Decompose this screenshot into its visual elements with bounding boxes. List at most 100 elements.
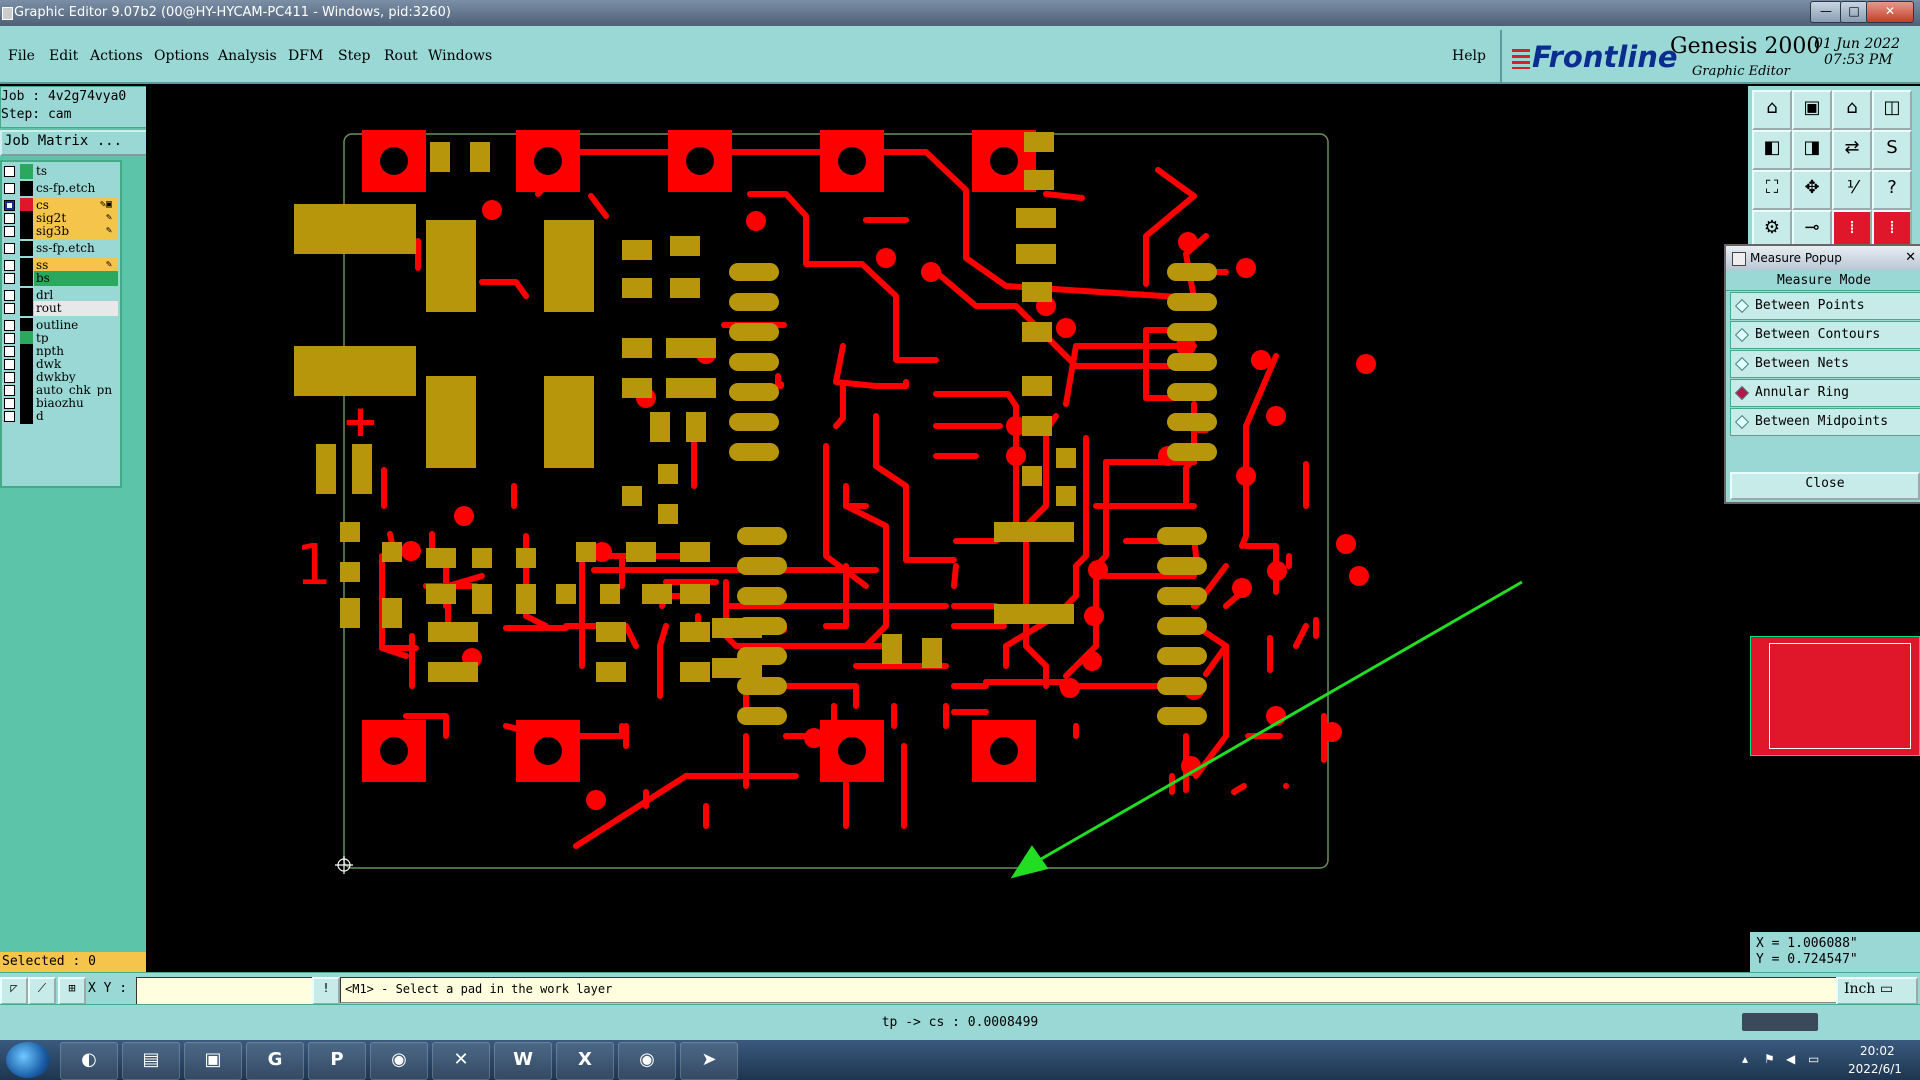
layer-name[interactable]: rout — [34, 301, 118, 316]
layer-row-tp[interactable]: tp — [2, 331, 118, 346]
layer-checkbox[interactable] — [4, 303, 15, 314]
radio-diamond-icon[interactable] — [1734, 298, 1750, 314]
menu-file[interactable]: File — [8, 48, 35, 64]
snap-left-icon[interactable]: ◧ — [1752, 130, 1792, 170]
menu-dfm[interactable]: DFM — [288, 48, 324, 64]
layer-row-npth[interactable]: npth — [2, 344, 118, 359]
layer-checkbox[interactable] — [4, 273, 15, 284]
fit-icon[interactable]: ⛶ — [1752, 170, 1792, 210]
layer-row-biaozhu[interactable]: biaozhu — [2, 396, 118, 411]
home-icon[interactable]: ⌂ — [1832, 90, 1872, 130]
menu-options[interactable]: Options — [154, 48, 210, 64]
taskbar-app-eye2-icon[interactable]: ◉ — [618, 1042, 676, 1080]
taskbar-app-g-icon[interactable]: G — [246, 1042, 304, 1080]
layer-row-sig3b[interactable]: sig3b✎ — [2, 224, 118, 239]
overview-map[interactable] — [1750, 636, 1920, 756]
job-matrix-button[interactable]: Job Matrix ... — [0, 130, 148, 156]
tray-widget-icon[interactable] — [1742, 1013, 1818, 1031]
layer-row-auto_chk_pn[interactable]: auto_chk_pn — [2, 383, 118, 398]
info-icon[interactable]: ! — [312, 977, 340, 1005]
pcb-drawing[interactable]: 1 + — [146, 86, 1748, 972]
taskbar-app-save-icon[interactable]: ▣ — [184, 1042, 242, 1080]
help-icon[interactable]: ? — [1872, 170, 1912, 210]
start-button[interactable] — [6, 1042, 50, 1078]
measure-option-annular-ring[interactable]: Annular Ring — [1730, 379, 1920, 407]
net-icon[interactable]: ⁞ — [1832, 210, 1872, 250]
layer-checkbox[interactable] — [4, 320, 15, 331]
layer-checkbox[interactable] — [4, 398, 15, 409]
measure-option-between-midpoints[interactable]: Between Midpoints — [1730, 408, 1920, 436]
layer-checkbox[interactable] — [4, 213, 15, 224]
viewport-box[interactable] — [1769, 643, 1911, 749]
taskbar-app-app-X[interactable]: X — [556, 1042, 614, 1080]
layer-row-ss[interactable]: ss✎ — [2, 258, 118, 273]
settings-icon[interactable]: ⚙ — [1752, 210, 1792, 250]
layer-name[interactable]: dwk — [34, 357, 118, 372]
measure-option-between-points[interactable]: Between Points — [1730, 292, 1920, 320]
s-icon[interactable]: S — [1872, 130, 1912, 170]
layer-name[interactable]: tp — [34, 331, 118, 346]
layer-checkbox[interactable] — [4, 200, 15, 211]
menu-help[interactable]: Help — [1452, 48, 1486, 64]
net2-icon[interactable]: ⁞ — [1872, 210, 1912, 250]
layer-row-dwk[interactable]: dwk — [2, 357, 118, 372]
layer-row-dwkby[interactable]: dwkby — [2, 370, 118, 385]
layer-row-bs[interactable]: bs — [2, 271, 118, 286]
menu-rout[interactable]: Rout — [384, 48, 418, 64]
layer-name[interactable]: drl — [34, 288, 118, 303]
layer-row-outline[interactable]: outline — [2, 318, 118, 333]
panel-icon[interactable]: ◫ — [1872, 90, 1912, 130]
layer-row-d[interactable]: d — [2, 409, 118, 424]
layer-name[interactable]: biaozhu — [34, 396, 118, 411]
radio-diamond-icon[interactable] — [1734, 356, 1750, 372]
layer-checkbox[interactable] — [4, 346, 15, 357]
layer-checkbox[interactable] — [4, 411, 15, 422]
menu-actions[interactable]: Actions — [90, 48, 143, 64]
layer-checkbox[interactable] — [4, 226, 15, 237]
taskbar-app-x-icon[interactable]: ✕ — [432, 1042, 490, 1080]
speaker-icon[interactable]: ◀ — [1786, 1052, 1796, 1066]
layer-name[interactable]: cs — [34, 198, 118, 213]
measure-option-between-contours[interactable]: Between Contours — [1730, 321, 1920, 349]
minimize-button[interactable]: — — [1810, 1, 1842, 23]
line-tool-icon[interactable]: ⟋ — [28, 977, 56, 1005]
layer-checkbox[interactable] — [4, 290, 15, 301]
layer-name[interactable]: d — [34, 409, 118, 424]
layer-name[interactable]: bs — [34, 271, 118, 286]
layer-name[interactable]: cs-fp.etch — [34, 181, 118, 196]
layer-row-rout[interactable]: rout — [2, 301, 118, 316]
layer-name[interactable]: auto_chk_pn — [34, 383, 118, 398]
layer-checkbox[interactable] — [4, 183, 15, 194]
ratio-icon[interactable]: ⅟ — [1832, 170, 1872, 210]
taskbar-app-p-icon[interactable]: P — [308, 1042, 366, 1080]
maximize-button[interactable]: □ — [1840, 1, 1868, 23]
menu-step[interactable]: Step — [338, 48, 371, 64]
layer-checkbox[interactable] — [4, 166, 15, 177]
flag-icon[interactable]: ⚑ — [1764, 1052, 1775, 1066]
taskbar-app-notepad-icon[interactable]: ▤ — [122, 1042, 180, 1080]
layer-name[interactable]: outline — [34, 318, 118, 333]
layer-name[interactable]: ss — [34, 258, 118, 273]
radio-diamond-icon[interactable] — [1734, 414, 1750, 430]
snap-right-icon[interactable]: ◨ — [1792, 130, 1832, 170]
radio-diamond-icon[interactable] — [1734, 385, 1750, 401]
layer-checkbox[interactable] — [4, 260, 15, 271]
layer-row-drl[interactable]: drl — [2, 288, 118, 303]
layer-row-ss-fp.etch[interactable]: ss-fp.etch — [2, 241, 118, 256]
units-select[interactable]: Inch ▭ — [1836, 977, 1918, 1005]
layer-name[interactable]: sig2t — [34, 211, 118, 226]
layer-name[interactable]: npth — [34, 344, 118, 359]
layer-checkbox[interactable] — [4, 385, 15, 396]
tray-arrow-icon[interactable]: ▴ — [1742, 1052, 1749, 1066]
layer-checkbox[interactable] — [4, 243, 15, 254]
center-icon[interactable]: ✥ — [1792, 170, 1832, 210]
display-icon[interactable]: ▣ — [1792, 90, 1832, 130]
layer-name[interactable]: dwkby — [34, 370, 118, 385]
network-icon[interactable]: ▭ — [1808, 1052, 1820, 1066]
measure-option-between-nets[interactable]: Between Nets — [1730, 350, 1920, 378]
layer-name[interactable]: ss-fp.etch — [34, 241, 118, 256]
radio-diamond-icon[interactable] — [1734, 327, 1750, 343]
xy-input[interactable] — [136, 977, 314, 1005]
layer-checkbox[interactable] — [4, 359, 15, 370]
menu-windows[interactable]: Windows — [428, 48, 493, 64]
